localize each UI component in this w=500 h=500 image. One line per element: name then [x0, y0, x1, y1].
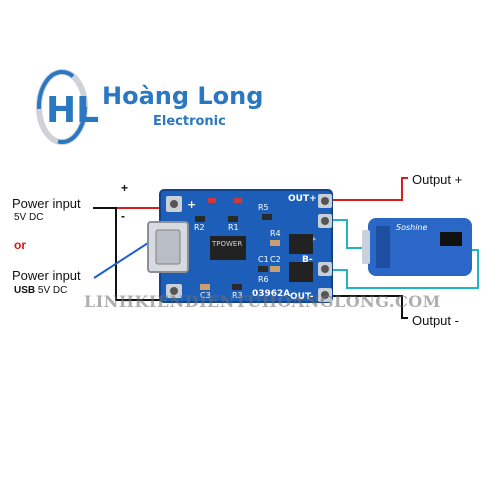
brand-tagline: Electronic: [153, 114, 226, 129]
usb-label: USB: [14, 285, 36, 296]
c1-label: C1: [258, 255, 269, 264]
r3-label: R3: [232, 291, 243, 300]
usb-blue-wire: [93, 242, 149, 279]
r6-label: R6: [258, 275, 269, 284]
input-minus-sign: -: [121, 209, 125, 223]
power-input-dc-spec: 5V DC: [14, 212, 44, 223]
logo-letters: HL: [46, 90, 99, 131]
r4-label: R4: [270, 229, 281, 238]
pad-in-plus-label: +: [187, 198, 196, 211]
charger-board: + OUT+ B+ B- OUT- TPOWER: [147, 189, 333, 303]
pad-out-minus-label: OUT-: [290, 292, 314, 302]
output-plus-label: Output +: [412, 172, 463, 187]
pad-b-minus-label: B-: [302, 255, 313, 265]
c2-label: C2: [270, 255, 281, 264]
c3-label: C3: [200, 291, 211, 300]
r2-label: R2: [194, 223, 205, 232]
usb-spec-value: 5V DC: [37, 285, 68, 296]
or-label: or: [14, 238, 26, 252]
output-minus-label: Output -: [412, 313, 459, 328]
pad-out-plus-label: OUT+: [288, 194, 317, 204]
watermark: LINHKIENDIENTUHOANGLONG.COM: [84, 292, 441, 311]
output-minus-wire: [326, 295, 408, 319]
brand-logo: HL: [36, 69, 99, 145]
battery-minus-wire: [330, 249, 479, 289]
power-input-dc-label: Power input: [12, 196, 81, 211]
power-input-usb-spec: USB 5V DC: [14, 285, 67, 296]
battery-cell: Soshine: [362, 218, 472, 276]
output-plus-wire: [326, 177, 408, 201]
r5-label: R5: [258, 203, 269, 212]
power-input-usb-label: Power input: [12, 268, 81, 283]
input-black-wire: [93, 207, 172, 301]
model-label: 03962A: [252, 289, 290, 299]
brand-name: Hoàng Long: [102, 82, 264, 110]
r1-label: R1: [228, 223, 239, 232]
battery-brand: Soshine: [396, 223, 428, 232]
chip-label: TPOWER: [211, 240, 242, 248]
input-plus-sign: +: [121, 181, 129, 195]
battery-plus-wire: [330, 219, 365, 249]
